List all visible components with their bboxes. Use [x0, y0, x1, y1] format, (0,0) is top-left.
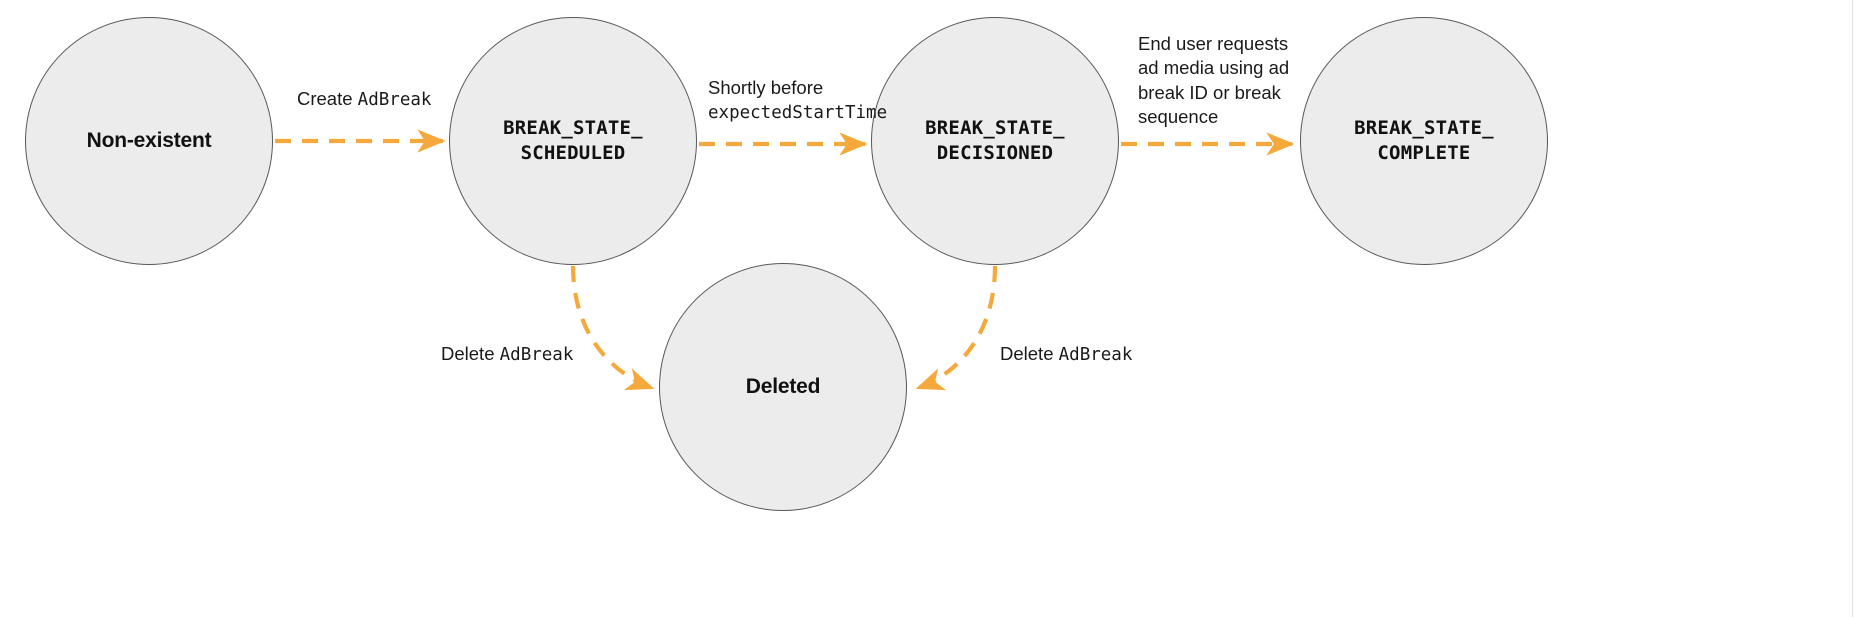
edge-label-line: expectedStartTime: [708, 100, 887, 125]
edge-label-run: AdBreak: [1058, 345, 1133, 365]
node-break-state-complete[interactable]: BREAK_STATE_ COMPLETE: [1300, 17, 1548, 265]
edge-delete-adbreak-from-decisioned: [915, 265, 998, 391]
edge-label-run: AdBreak: [499, 345, 574, 365]
edge-label-delete-adbreak-from-scheduled: Delete AdBreak: [441, 342, 573, 367]
edge-label-line: End user requests: [1138, 32, 1289, 56]
edge-label-shortly-before-expected-start-time: Shortly before expectedStartTime: [708, 76, 887, 126]
node-non-existent[interactable]: Non-existent: [25, 17, 273, 265]
edge-label-run: Shortly before: [708, 77, 824, 98]
edge-label-line: Create AdBreak: [297, 87, 431, 112]
node-break-state-decisioned[interactable]: BREAK_STATE_ DECISIONED: [871, 17, 1119, 265]
edge-label-run: Delete: [1000, 343, 1059, 364]
edge-label-run: Create: [297, 88, 358, 109]
node-label-break-state-scheduled: BREAK_STATE_ SCHEDULED: [503, 117, 643, 164]
edge-label-line: Shortly before: [708, 76, 887, 100]
node-break-state-scheduled[interactable]: BREAK_STATE_ SCHEDULED: [449, 17, 697, 265]
node-deleted[interactable]: Deleted: [659, 263, 907, 511]
edge-label-line: Delete AdBreak: [441, 342, 573, 367]
edge-label-line: break ID or break: [1138, 81, 1289, 105]
node-label-break-state-complete: BREAK_STATE_ COMPLETE: [1354, 117, 1494, 164]
node-label-deleted: Deleted: [745, 375, 821, 399]
edge-label-run: break ID or break: [1138, 81, 1281, 103]
edge-label-run: End user requests: [1138, 33, 1289, 54]
page-edge-rule: [1852, 0, 1853, 617]
edge-label-end-user-requests-ad-media: End user requests ad media using ad brea…: [1138, 32, 1289, 130]
edge-label-line: sequence: [1138, 105, 1289, 129]
edge-delete-adbreak-from-scheduled: [570, 265, 655, 391]
edge-label-run: Delete: [441, 343, 500, 364]
edge-label-create-adbreak: Create AdBreak: [297, 87, 431, 112]
node-label-break-state-decisioned: BREAK_STATE_ DECISIONED: [925, 117, 1065, 164]
edge-label-delete-adbreak-from-decisioned: Delete AdBreak: [1000, 342, 1132, 367]
edge-label-run: expectedStartTime: [708, 103, 888, 124]
edge-label-line: ad media using ad: [1138, 56, 1289, 80]
edge-label-run: sequence: [1138, 106, 1219, 128]
edge-label-run: ad media using ad: [1138, 57, 1290, 79]
node-label-non-existent: Non-existent: [86, 129, 212, 153]
edge-label-line: Delete AdBreak: [1000, 342, 1132, 367]
edge-label-run: AdBreak: [357, 90, 432, 110]
